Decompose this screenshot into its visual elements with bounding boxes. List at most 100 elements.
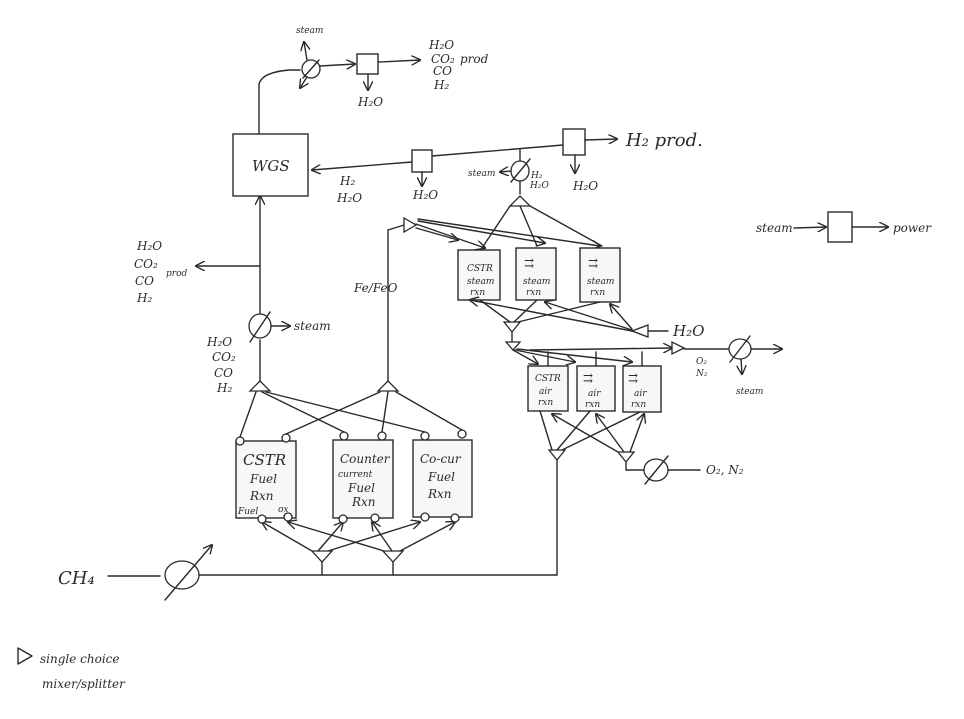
air-reactor-cstr[interactable]: CSTR air rxn bbox=[527, 365, 569, 412]
svg-text:H₂: H₂ bbox=[433, 78, 449, 92]
svg-text:Fe/FeO: Fe/FeO bbox=[353, 281, 398, 295]
svg-text:H₂O: H₂O bbox=[357, 95, 383, 109]
svg-text:steam: steam bbox=[468, 169, 495, 179]
steam-reactor-cstr[interactable]: CSTR steam rxn bbox=[457, 249, 501, 301]
svg-text:Rxn: Rxn bbox=[249, 489, 274, 503]
steam-solid-mixer-icon[interactable] bbox=[502, 321, 522, 334]
h2-knockout-drum-1[interactable] bbox=[411, 149, 433, 173]
legend: single choice mixer/splitter bbox=[17, 647, 126, 691]
solid-splitter-icon[interactable] bbox=[403, 216, 418, 234]
svg-text:O₂, N₂: O₂, N₂ bbox=[706, 463, 744, 477]
steam-reactor-3[interactable]: ⇉ steam rxn bbox=[579, 247, 621, 303]
svg-text:N₂: N₂ bbox=[695, 369, 708, 379]
svg-text:Fuel: Fuel bbox=[347, 481, 375, 495]
svg-text:steam: steam bbox=[736, 387, 763, 397]
water-splitter-icon[interactable] bbox=[630, 324, 649, 338]
svg-text:⇉: ⇉ bbox=[628, 371, 638, 385]
svg-text:⇉: ⇉ bbox=[583, 371, 593, 385]
ch4-feed: CH₄ bbox=[58, 459, 558, 601]
svg-text:steam: steam bbox=[467, 277, 494, 287]
solid-mixer-icon[interactable] bbox=[376, 380, 400, 392]
svg-text:CO₂: CO₂ bbox=[431, 52, 455, 66]
wgs-outlet: steam H₂O H₂O CO₂ CO H₂ prod bbox=[258, 26, 489, 135]
air-reactor-2[interactable]: ⇉ air rxn bbox=[576, 365, 616, 412]
svg-text:Counter: Counter bbox=[340, 452, 391, 466]
svg-text:H₂: H₂ bbox=[530, 171, 543, 181]
air-reactor-3[interactable]: ⇉ air rxn bbox=[622, 365, 662, 413]
steam-reactor-connections: H₂O bbox=[470, 205, 704, 343]
svg-text:H₂O: H₂O bbox=[529, 181, 549, 191]
svg-text:H₂: H₂ bbox=[339, 174, 355, 188]
fuel-outlet-mixers bbox=[239, 380, 463, 438]
svg-text:⇉: ⇉ bbox=[588, 256, 598, 270]
svg-text:power: power bbox=[893, 221, 932, 235]
svg-text:CSTR: CSTR bbox=[467, 264, 493, 274]
solid-loop: Fe/FeO bbox=[353, 216, 600, 382]
svg-text:H₂O: H₂O bbox=[428, 38, 454, 52]
svg-text:ox: ox bbox=[278, 505, 289, 515]
fuel-reactor-cstr[interactable]: CSTR Fuel Rxn Fuel ox bbox=[235, 433, 297, 524]
air-solid-splitter-icon[interactable] bbox=[504, 341, 522, 351]
air-reactor-feed bbox=[504, 341, 632, 364]
svg-text:air: air bbox=[588, 389, 601, 399]
svg-text:H₂O: H₂O bbox=[206, 335, 232, 349]
svg-text:rxn: rxn bbox=[526, 288, 541, 298]
svg-text:steam: steam bbox=[756, 221, 793, 235]
air-solid-mixer-icon[interactable] bbox=[547, 449, 567, 462]
svg-text:H₂O: H₂O bbox=[672, 322, 704, 340]
svg-text:H₂O: H₂O bbox=[572, 179, 598, 193]
svg-text:single choice: single choice bbox=[40, 652, 120, 666]
svg-text:CO₂: CO₂ bbox=[212, 350, 236, 364]
svg-text:H₂O: H₂O bbox=[336, 191, 362, 205]
svg-text:CSTR: CSTR bbox=[243, 451, 286, 469]
svg-text:rxn: rxn bbox=[470, 288, 485, 298]
svg-text:H₂O: H₂O bbox=[412, 188, 438, 202]
mixer-splitter-legend-icon bbox=[17, 647, 33, 665]
svg-text:rxn: rxn bbox=[631, 400, 646, 410]
steam-turbine[interactable] bbox=[827, 211, 853, 243]
fuel-gas-outlet: steam H₂O CO₂ CO H₂ H₂O CO₂ CO H₂ prod bbox=[134, 196, 331, 395]
svg-text:CO: CO bbox=[214, 366, 233, 380]
svg-text:CSTR: CSTR bbox=[535, 374, 561, 384]
svg-text:current: current bbox=[338, 470, 373, 480]
h2-product-line: H₂ H₂O H₂O H₂O H₂ prod. steam H₂ H₂O bbox=[312, 128, 703, 207]
svg-text:air: air bbox=[539, 387, 552, 397]
fuel-splitters bbox=[262, 522, 455, 576]
svg-text:Fuel: Fuel bbox=[237, 507, 258, 517]
svg-text:CO: CO bbox=[135, 274, 154, 288]
svg-text:mixer/splitter: mixer/splitter bbox=[42, 677, 126, 691]
svg-text:Fuel: Fuel bbox=[427, 470, 455, 484]
svg-text:rxn: rxn bbox=[590, 288, 605, 298]
svg-text:H₂: H₂ bbox=[216, 381, 232, 395]
svg-text:Rxn: Rxn bbox=[351, 495, 376, 509]
steam-outlet-mixer-icon[interactable] bbox=[508, 195, 532, 207]
svg-text:air: air bbox=[634, 389, 647, 399]
svg-text:steam: steam bbox=[296, 26, 323, 36]
svg-text:steam: steam bbox=[587, 277, 614, 287]
svg-text:Fuel: Fuel bbox=[249, 472, 277, 486]
svg-text:steam: steam bbox=[523, 277, 550, 287]
wgs-knockout-drum[interactable] bbox=[356, 53, 379, 75]
gas-mixer-icon[interactable] bbox=[248, 380, 272, 392]
steam-power-unit: steam power bbox=[756, 211, 932, 243]
svg-text:prod: prod bbox=[460, 52, 489, 66]
svg-text:WGS: WGS bbox=[252, 157, 290, 175]
splitter-right-icon[interactable] bbox=[381, 550, 405, 563]
steam-reactor-2[interactable]: ⇉ steam rxn bbox=[515, 247, 557, 301]
svg-text:prod: prod bbox=[166, 269, 187, 279]
fuel-reactor-cocurrent[interactable]: Co-cur Fuel Rxn bbox=[412, 429, 473, 523]
svg-text:⇉: ⇉ bbox=[524, 256, 534, 270]
splitter-left-icon[interactable] bbox=[310, 550, 334, 563]
fuel-reactor-countercurrent[interactable]: Counter current Fuel Rxn bbox=[332, 431, 394, 524]
ch4-label: CH₄ bbox=[58, 568, 95, 589]
svg-text:H₂: H₂ bbox=[136, 291, 152, 305]
air-gas-mixer-icon[interactable] bbox=[671, 340, 686, 356]
wgs-unit[interactable]: WGS bbox=[232, 133, 309, 197]
svg-text:rxn: rxn bbox=[538, 398, 553, 408]
h2-knockout-drum-2[interactable] bbox=[562, 128, 586, 156]
svg-text:steam: steam bbox=[294, 319, 331, 333]
svg-text:Co-cur: Co-cur bbox=[420, 452, 462, 466]
svg-text:rxn: rxn bbox=[585, 400, 600, 410]
air-feed-splitter-icon[interactable] bbox=[616, 451, 636, 464]
